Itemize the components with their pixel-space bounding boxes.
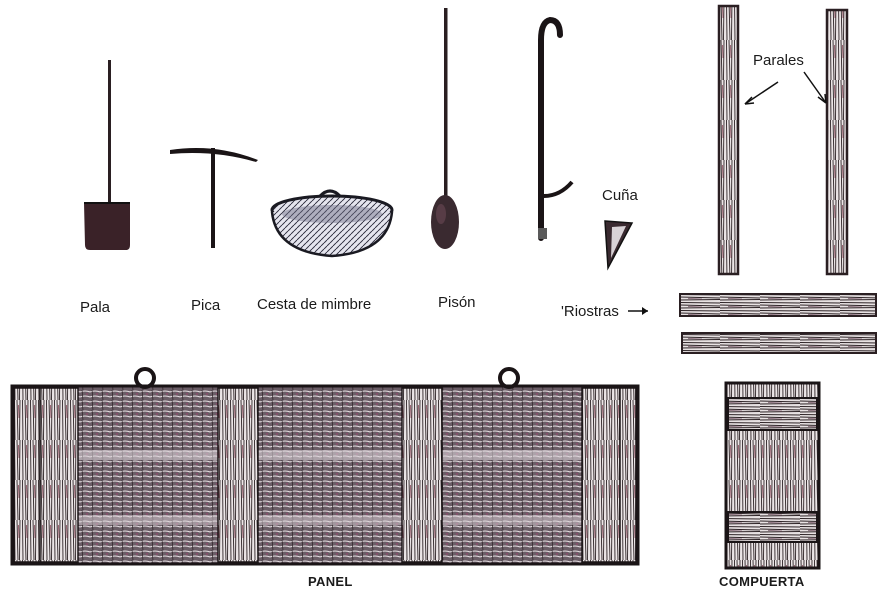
label-riostras: 'Riostras: [561, 303, 619, 320]
cuna-wedge-icon: [605, 221, 632, 268]
label-pala: Pala: [80, 299, 110, 316]
label-cesta: Cesta de mimbre: [257, 296, 371, 313]
label-compuerta: COMPUERTA: [719, 574, 805, 589]
parales-arrows-icon: [745, 72, 826, 104]
riostra-bottom-icon: [682, 333, 876, 353]
panel-icon: [12, 369, 638, 564]
riostra-top-icon: [680, 294, 876, 316]
label-cuna: Cuña: [602, 187, 638, 204]
compuerta-icon: [726, 383, 819, 568]
label-pison: Pisón: [438, 294, 476, 311]
paral-left-icon: [719, 6, 738, 274]
pica-pickaxe-icon: [170, 148, 258, 248]
label-panel: PANEL: [308, 574, 353, 589]
cesta-basket-icon: [272, 191, 392, 256]
pala-shovel-icon: [84, 60, 130, 250]
hook-bar-icon: [538, 20, 572, 239]
label-pica: Pica: [191, 297, 220, 314]
label-parales: Parales: [753, 52, 804, 69]
riostras-arrow-icon: [628, 307, 648, 315]
paral-right-icon: [827, 10, 847, 274]
pison-rammer-icon: [431, 8, 459, 249]
